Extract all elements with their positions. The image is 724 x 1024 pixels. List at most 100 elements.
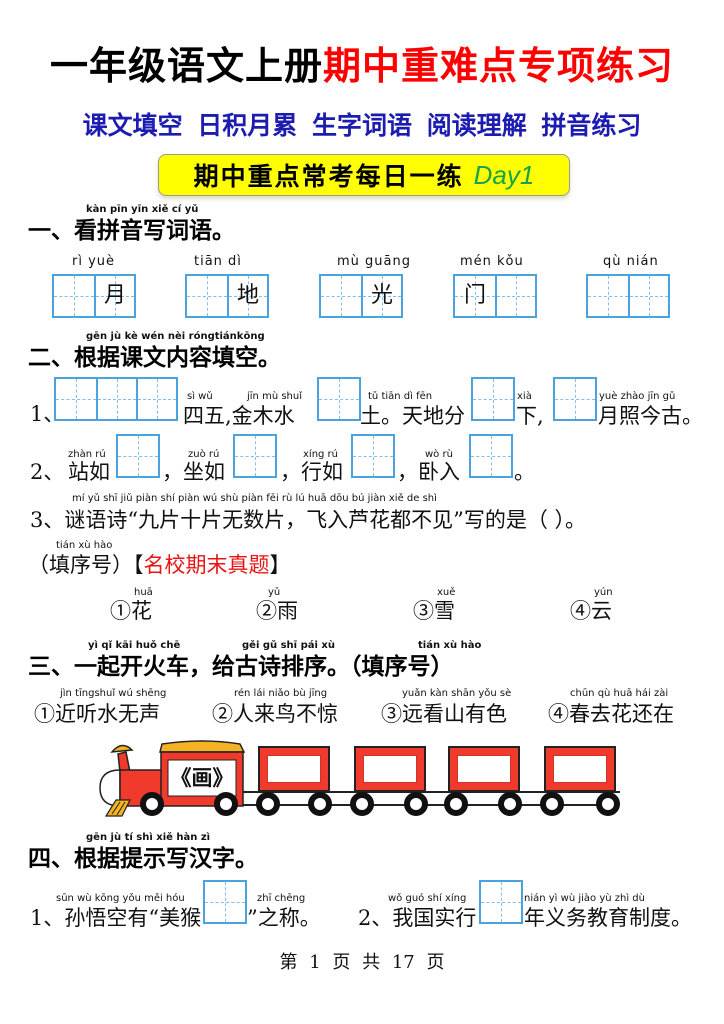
s4q1-grid[interactable]	[203, 880, 247, 924]
car-answer-slot[interactable]	[363, 755, 417, 783]
s4q1-text-b: ”之称。	[247, 906, 321, 930]
section1-heading: 一、看拼音写词语。	[28, 218, 235, 244]
title-topic: 期中重难点专项练习	[323, 43, 675, 88]
grid-cell[interactable]	[54, 276, 94, 316]
word3-pinyin: mù guāng	[337, 254, 411, 269]
section4-pinyin: gēn jù tí shì xiě hàn zì	[86, 832, 211, 843]
section3-pinyin-a: yì qǐ kāi huǒ chē	[88, 640, 181, 651]
section3-heading: 三、一起开火车，给古诗排序。（填序号）	[28, 654, 454, 680]
q2-grid-3[interactable]	[351, 434, 395, 478]
option3: ③雪	[413, 599, 455, 623]
poem-line4-pinyin: chūn qù huā hái zài	[570, 688, 669, 699]
wheel	[308, 792, 332, 816]
q2-number: 2、	[30, 460, 65, 484]
wheel	[540, 792, 564, 816]
poem-line2-pinyin: rén lái niǎo bù jīng	[234, 688, 328, 699]
grid-cell[interactable]: 门	[455, 276, 495, 316]
locomotive-icon	[99, 740, 246, 817]
word1-grid[interactable]: 月	[52, 274, 136, 318]
grid-cell[interactable]	[319, 379, 359, 419]
option2-pinyin: yǔ	[268, 587, 281, 598]
train-coupler	[130, 791, 620, 793]
word3-grid[interactable]: 光	[319, 274, 403, 318]
s4q2-grid[interactable]	[479, 880, 523, 924]
grid-cell[interactable]	[555, 379, 595, 419]
car-answer-slot[interactable]	[553, 755, 607, 783]
q2-pinyin-3: xíng rú	[303, 449, 339, 460]
q2-grid-1[interactable]	[116, 434, 160, 478]
word2-grid[interactable]: 地	[185, 274, 269, 318]
s4q1-pinyin-b: zhī chēng	[257, 893, 306, 904]
option4: ④云	[570, 599, 612, 623]
wheel	[214, 792, 238, 816]
train-car-1[interactable]	[258, 746, 330, 792]
car-answer-slot[interactable]	[457, 755, 511, 783]
q2-text-4: ，卧入	[397, 460, 460, 484]
q1-pinyin-d: xià	[517, 391, 532, 402]
q1-grid-d[interactable]	[553, 377, 597, 421]
train-car-3[interactable]	[448, 746, 520, 792]
q1-pinyin-e: yuè zhào jīn gǔ	[599, 391, 676, 402]
grid-cell[interactable]	[588, 276, 628, 316]
q2-pinyin-1: zhàn rú	[68, 449, 106, 460]
s4q2-pinyin-b: nián yì wù jiào yù zhì dù	[524, 893, 645, 904]
title-grade: 一年级语文上册	[49, 43, 323, 88]
q3-text: 3、谜语诗“九片十片无数片，飞入芦花都不见”写的是（ ）。	[30, 508, 587, 532]
grid-cell[interactable]	[353, 436, 393, 476]
train-car-4[interactable]	[544, 746, 616, 792]
q2-grid-4[interactable]	[469, 434, 513, 478]
q2-pinyin-4: wò rù	[425, 449, 453, 460]
word1-pinyin: rì yuè	[72, 254, 116, 269]
q3-pinyin: mí yǔ shī jiǔ piàn shí piàn wú shù piàn …	[72, 493, 437, 504]
grid-cell[interactable]	[205, 882, 245, 922]
section2-pinyin: gēn jù kè wén nèi róngtiánkōng	[86, 331, 265, 342]
grid-cell[interactable]	[96, 379, 136, 419]
word4-grid[interactable]: 门	[453, 274, 537, 318]
grid-cell[interactable]	[118, 436, 158, 476]
grid-cell[interactable]	[56, 379, 96, 419]
wheel	[256, 792, 280, 816]
section3-pinyin-c: tián xù hào	[418, 640, 482, 651]
poem-line1: ①近听水无声	[34, 702, 160, 726]
grid-cell[interactable]	[187, 276, 227, 316]
car-answer-slot[interactable]	[267, 755, 321, 783]
wheel	[404, 792, 428, 816]
worksheet-subtitle: 课文填空 日积月累 生字词语 阅读理解 拼音练习	[82, 111, 642, 140]
option4-pinyin: yún	[594, 587, 613, 598]
wheel	[498, 792, 522, 816]
grid-cell[interactable]	[495, 276, 535, 316]
s4q1-text-a: 1、孙悟空有“美猴	[30, 906, 202, 930]
page-number: 第 1 页 共 17 页	[279, 952, 445, 973]
q1-pinyin-b: jīn mù shuǐ	[247, 391, 302, 402]
s4q2-pinyin-a: wǒ guó shí xíng	[388, 893, 467, 904]
section3-pinyin-b: gěi gǔ shī pái xù	[242, 640, 335, 651]
grid-cell[interactable]	[473, 379, 513, 419]
q1-grid-b[interactable]	[317, 377, 361, 421]
q1-grid-c[interactable]	[471, 377, 515, 421]
grid-cell[interactable]: 地	[227, 276, 267, 316]
grid-cell[interactable]	[481, 882, 521, 922]
grid-cell[interactable]	[471, 436, 511, 476]
grid-cell[interactable]	[321, 276, 361, 316]
train-car-2[interactable]	[354, 746, 426, 792]
q2-text-1: 站如	[68, 460, 110, 484]
word5-grid[interactable]	[586, 274, 670, 318]
grid-cell[interactable]	[628, 276, 668, 316]
option3-pinyin: xuě	[437, 587, 456, 598]
q1-text-c: 土。天地分	[360, 404, 465, 428]
poem-line1-pinyin: jìn tīngshuǐ wú shēng	[60, 688, 167, 699]
q2-grid-2[interactable]	[233, 434, 277, 478]
s4q2-text-b: 年义务教育制度。	[524, 906, 692, 930]
grid-cell[interactable]: 月	[94, 276, 134, 316]
q2-text-2: ，坐如	[162, 460, 225, 484]
grid-cell[interactable]	[235, 436, 275, 476]
word2-pinyin: tiān dì	[194, 254, 242, 269]
poem-line3: ③远看山有色	[381, 702, 507, 726]
q2-end: 。	[514, 460, 535, 484]
grid-cell[interactable]: 光	[361, 276, 401, 316]
grid-cell[interactable]	[136, 379, 176, 419]
q1-grid-a[interactable]	[54, 377, 178, 421]
exam-source-tag: 名校期末真题	[143, 553, 270, 577]
daily-practice-banner: 期中重点常考每日一练 Day1	[158, 154, 570, 196]
poem-line4: ④春去花还在	[548, 702, 674, 726]
